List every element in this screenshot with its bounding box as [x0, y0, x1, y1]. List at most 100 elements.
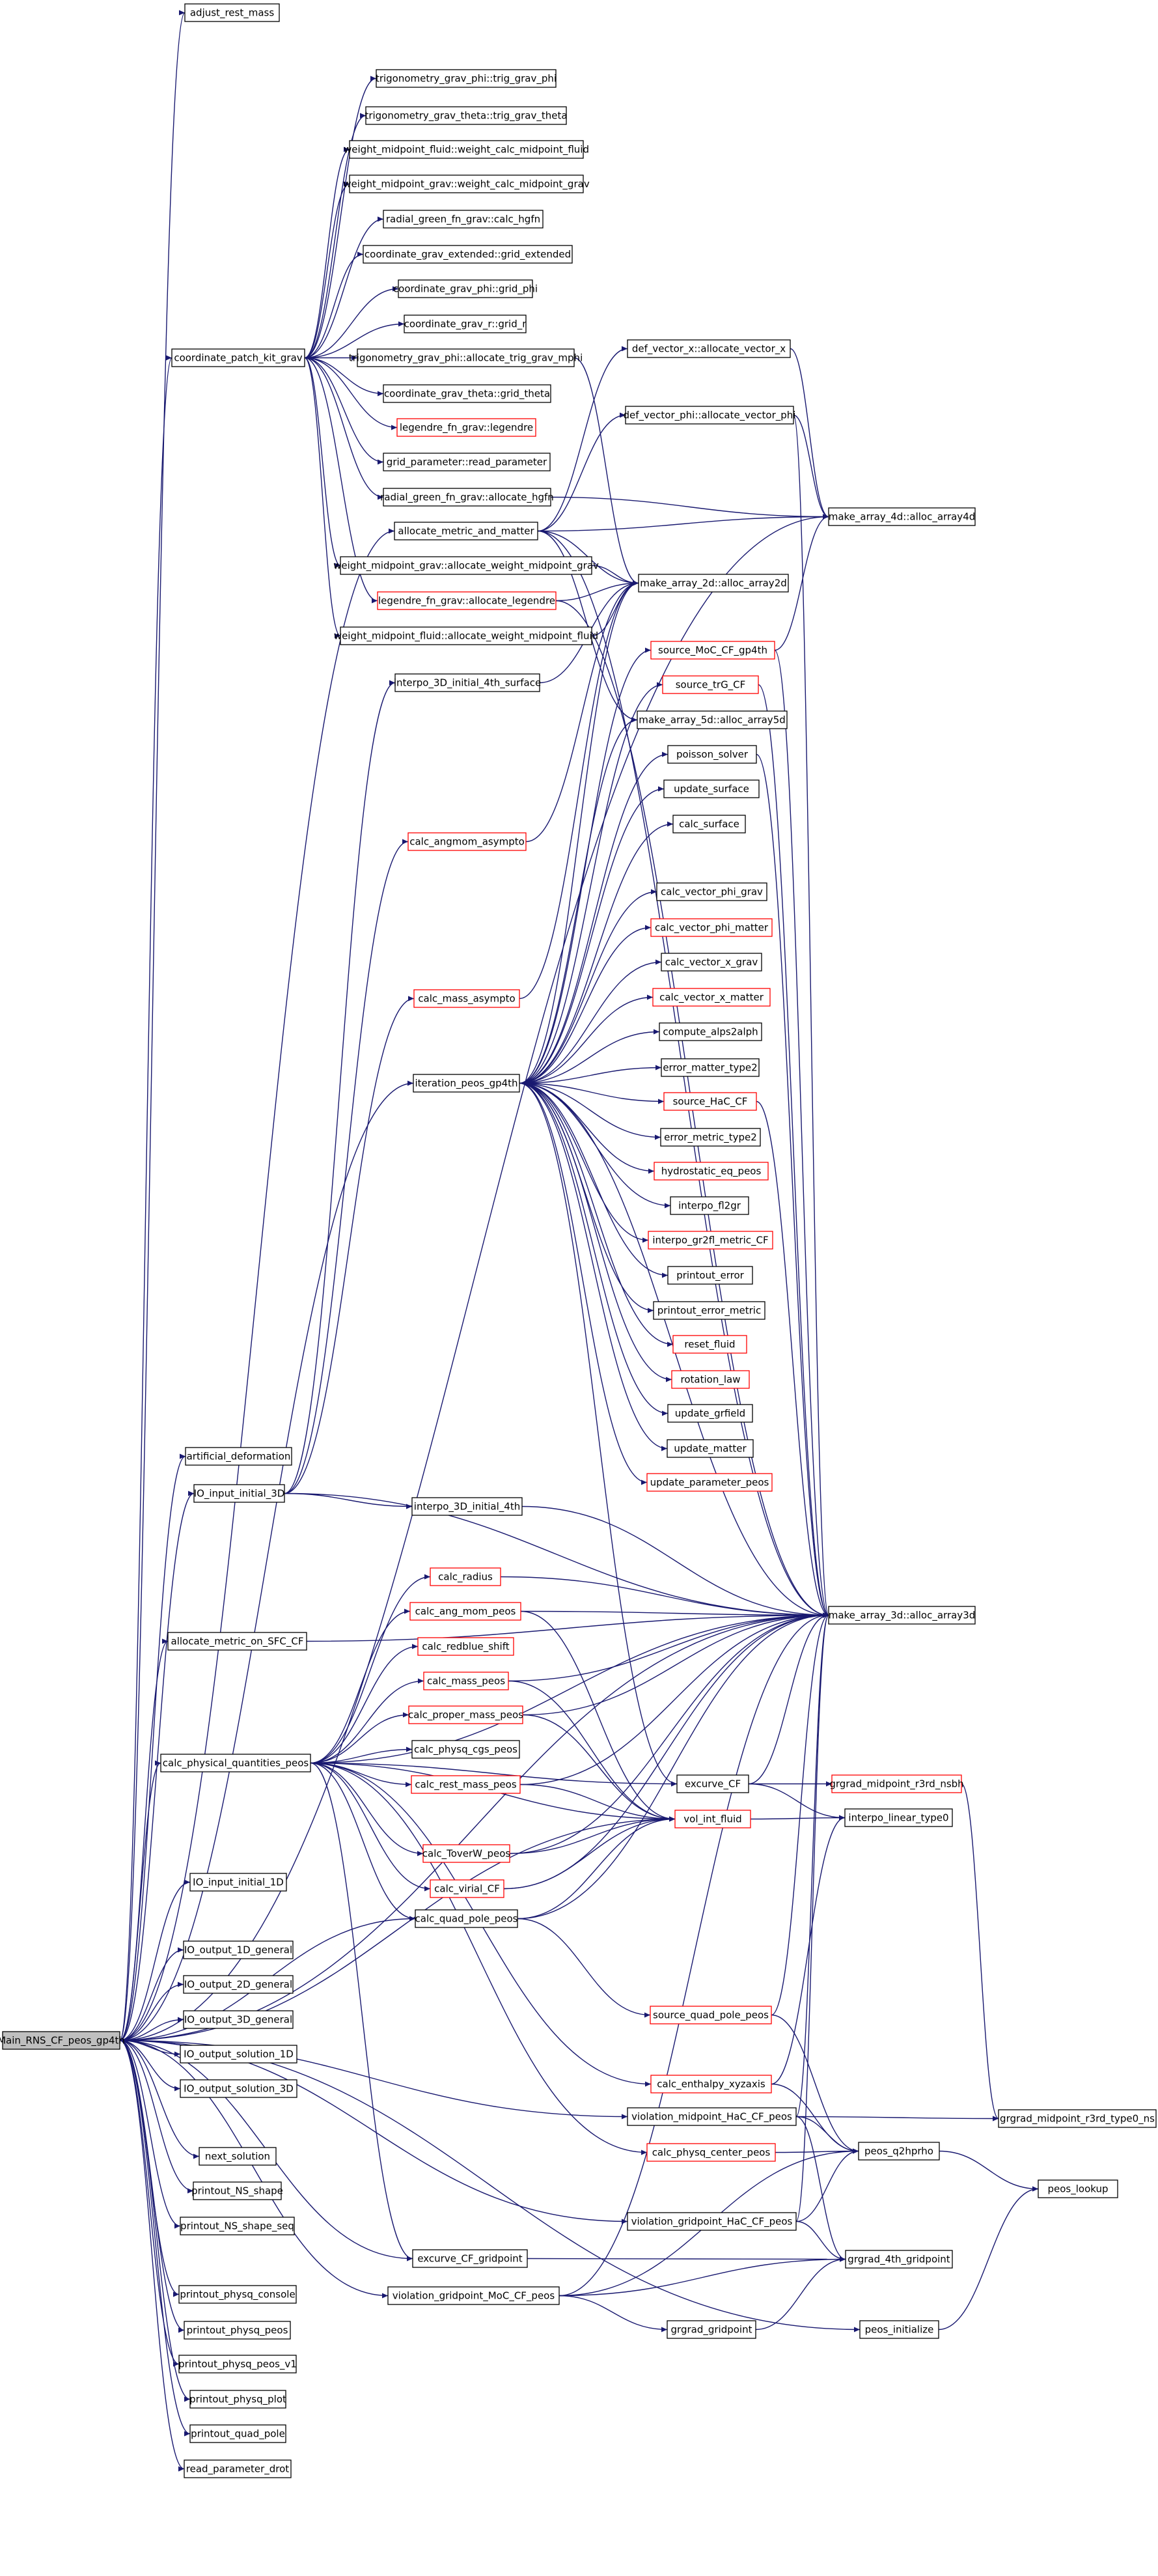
node-io-out-2d[interactable]: IO_output_2D_general	[183, 1975, 294, 1994]
node-calc-calc-surface[interactable]: calc_surface	[672, 815, 746, 833]
node-wcm-grav[interactable]: weight_midpoint_grav::weight_calc_midpoi…	[343, 175, 590, 193]
node-interpo-gr2fl[interactable]: interpo_gr2fl_metric_CF	[648, 1231, 773, 1250]
node-cvxm[interactable]: calc_vector_x_matter	[652, 988, 771, 1007]
node-next-sol[interactable]: next_solution	[199, 2147, 277, 2166]
node-upd-matter[interactable]: update_matter	[667, 1439, 754, 1458]
node-src-hac[interactable]: source_HaC_CF	[663, 1092, 757, 1111]
node-peos-lookup[interactable]: peos_lookup	[1038, 2179, 1118, 2198]
node-vol-int[interactable]: vol_int_fluid	[674, 1810, 751, 1828]
node-interpo-surf[interactable]: interpo_3D_initial_4th_surface	[394, 673, 541, 692]
node-arr5d[interactable]: make_array_5d::alloc_array5d	[637, 710, 788, 729]
node-err-mt2[interactable]: error_matter_type2	[661, 1058, 760, 1077]
node-calc-angmom[interactable]: calc_angmom_asympto	[407, 832, 527, 851]
node-interpo-fl2gr[interactable]: interpo_fl2gr	[670, 1196, 749, 1215]
node-read-drot[interactable]: read_parameter_drot	[184, 2459, 292, 2478]
node-pr-err-met[interactable]: printout_error_metric	[653, 1301, 765, 1320]
node-alloc-wmg[interactable]: weight_midpoint_grav::allocate_weight_mi…	[333, 556, 599, 575]
node-alloc-metric[interactable]: allocate_metric_and_matter	[394, 522, 538, 540]
node-interpo-lin[interactable]: interpo_linear_type0	[844, 1808, 953, 1827]
node-viol-moc[interactable]: violation_gridpoint_MoC_CF_peos	[387, 2286, 560, 2305]
node-calc-tover[interactable]: calc_ToverW_peos	[422, 1844, 511, 1863]
node-calc-center[interactable]: calc_physq_center_peos	[646, 2143, 776, 2162]
node-pr-ns[interactable]: printout_NS_shape	[191, 2181, 283, 2200]
node-calc-redblue[interactable]: calc_redblue_shift	[417, 1637, 514, 1656]
node-grid-ext[interactable]: coordinate_grav_extended::grid_extended	[363, 245, 573, 264]
node-cvxg[interactable]: calc_vector_x_grav	[661, 953, 762, 972]
node-calc-mass-asym[interactable]: calc_mass_asympto	[413, 989, 520, 1008]
node-grgrad-4th[interactable]: grgrad_4th_gridpoint	[845, 2250, 953, 2269]
node-grgrad-gp[interactable]: grgrad_gridpoint	[667, 2320, 756, 2339]
node-alloc-trig[interactable]: trigonometry_grav_phi::allocate_trig_gra…	[349, 348, 583, 367]
node-viol-grid[interactable]: violation_gridpoint_HaC_CF_peos	[627, 2212, 797, 2231]
node-peos-init[interactable]: peos_initialize	[859, 2320, 939, 2339]
node-interpo-4th[interactable]: interpo_3D_initial_4th	[411, 1497, 523, 1516]
node-calc-angmom-peos[interactable]: calc_ang_mom_peos	[409, 1602, 521, 1621]
node-upd-grfield[interactable]: update_grfield	[667, 1404, 753, 1423]
node-grid-theta[interactable]: coordinate_grav_theta::grid_theta	[383, 384, 551, 403]
node-excurve[interactable]: excurve_CF	[676, 1774, 749, 1793]
node-pr-console[interactable]: printout_physq_console	[178, 2285, 297, 2304]
node-pr-plot[interactable]: printout_physq_plot	[189, 2390, 286, 2409]
node-trig-theta[interactable]: trigonometry_grav_theta::trig_grav_theta	[365, 106, 568, 125]
node-wcm-fluid[interactable]: weight_midpoint_fluid::weight_calc_midpo…	[344, 140, 589, 159]
node-reset-fluid[interactable]: reset_fluid	[672, 1335, 747, 1354]
node-cvpm[interactable]: calc_vector_phi_matter	[650, 918, 773, 937]
node-trig-phi[interactable]: trigonometry_grav_phi::trig_grav_phi	[376, 69, 557, 88]
node-artif-def[interactable]: artificial_deformation	[185, 1447, 292, 1466]
node-cvpg[interactable]: calc_vector_phi_grav	[656, 882, 767, 901]
node-calc-hgfn[interactable]: radial_green_fn_grav::calc_hgfn	[383, 210, 544, 229]
node-pr-ns-seq[interactable]: printout_NS_shape_seq	[180, 2217, 295, 2235]
node-arr4d[interactable]: make_array_4d::alloc_array4d	[828, 507, 976, 526]
node-calc-rest[interactable]: calc_rest_mass_peos	[411, 1775, 521, 1794]
node-alloc-wmf[interactable]: weight_midpoint_fluid::allocate_weight_m…	[334, 626, 598, 645]
node-calc-phys-q[interactable]: calc_physical_quantities_peos	[160, 1754, 311, 1772]
node-io-out-3d[interactable]: IO_output_3D_general	[183, 2010, 294, 2029]
node-pr-peos-v1[interactable]: printout_physq_peos_v1	[178, 2355, 297, 2373]
node-legendre[interactable]: legendre_fn_grav::legendre	[396, 418, 536, 437]
node-upd-param[interactable]: update_parameter_peos	[646, 1473, 773, 1492]
node-read-param[interactable]: grid_parameter::read_parameter	[383, 453, 551, 471]
node-q2hprho[interactable]: peos_q2hprho	[858, 2142, 940, 2161]
node-iter[interactable]: iteration_peos_gp4th	[413, 1074, 520, 1093]
node-upd-surf[interactable]: update_surface	[663, 779, 760, 798]
node-arr3d[interactable]: make_array_3d::alloc_array3d	[828, 1606, 976, 1625]
node-io-out-1d[interactable]: IO_output_1D_general	[183, 1940, 294, 1959]
node-def-vphi[interactable]: def_vector_phi::allocate_vector_phi	[624, 406, 796, 425]
node-calc-radius[interactable]: calc_radius	[430, 1567, 501, 1586]
node-poisson[interactable]: poisson_solver	[667, 745, 757, 764]
node-io-sol-1d[interactable]: IO_output_solution_1D	[180, 2045, 297, 2064]
node-def-vx[interactable]: def_vector_x::allocate_vector_x	[627, 339, 791, 358]
node-viol-mid[interactable]: violation_midpoint_HaC_CF_peos	[627, 2107, 797, 2126]
node-grid-r[interactable]: coordinate_grav_r::grid_r	[404, 315, 527, 333]
node-main[interactable]: Main_RNS_CF_peos_gp4th	[0, 2031, 125, 2050]
node-pr-quad[interactable]: printout_quad_pole	[189, 2424, 286, 2443]
node-calc-mass-peos[interactable]: calc_mass_peos	[423, 1672, 509, 1690]
node-alloc-sfc[interactable]: allocate_metric_on_SFC_CF	[167, 1632, 307, 1651]
node-io-in-1d[interactable]: IO_input_initial_1D	[189, 1873, 287, 1892]
node-src-trg[interactable]: source_trG_CF	[662, 675, 759, 694]
node-hydro-eq[interactable]: hydrostatic_eq_peos	[654, 1162, 769, 1181]
node-adjust-rest-mass[interactable]: adjust_rest_mass	[184, 3, 280, 22]
node-io-sol-3d[interactable]: IO_output_solution_3D	[180, 2079, 297, 2098]
node-grgrad-nsbh[interactable]: grgrad_midpoint_r3rd_nsbh	[829, 1774, 964, 1793]
node-pr-err[interactable]: printout_error	[667, 1266, 753, 1285]
node-io-in-3d[interactable]: IO_input_initial_3D	[193, 1484, 285, 1503]
node-excurve-gp[interactable]: excurve_CF_gridpoint	[412, 2249, 528, 2268]
node-alloc-hgfn[interactable]: radial_green_fn_grav::allocate_hgfn	[380, 488, 554, 507]
node-alloc-leg[interactable]: legendre_fn_grav::allocate_legendre	[377, 591, 557, 610]
node-err-met2[interactable]: error_metric_type2	[660, 1128, 761, 1147]
node-comp-alps[interactable]: compute_alps2alph	[659, 1022, 762, 1041]
node-coord-patch[interactable]: coordinate_patch_kit_grav	[171, 348, 305, 367]
node-calc-proper[interactable]: calc_proper_mass_peos	[408, 1705, 523, 1724]
node-calc-cgs[interactable]: calc_physq_cgs_peos	[411, 1740, 520, 1759]
node-grid-phi[interactable]: coordinate_grav_phi::grid_phi	[393, 279, 538, 298]
node-calc-enth[interactable]: calc_enthalpy_xyzaxis	[650, 2075, 772, 2093]
node-src-moc[interactable]: source_MoC_CF_gp4th	[650, 641, 775, 660]
node-pr-peos[interactable]: printout_physq_peos	[184, 2321, 291, 2340]
node-calc-virial[interactable]: calc_virial_CF	[430, 1879, 504, 1898]
node-grgrad-type0[interactable]: grgrad_midpoint_r3rd_type0_ns	[998, 2109, 1157, 2128]
node-arr2d[interactable]: make_array_2d::alloc_array2d	[638, 574, 789, 593]
node-src-quad[interactable]: source_quad_pole_peos	[650, 2006, 772, 2024]
node-rot-law[interactable]: rotation_law	[671, 1370, 750, 1389]
node-calc-quad[interactable]: calc_quad_pole_peos	[415, 1909, 518, 1928]
